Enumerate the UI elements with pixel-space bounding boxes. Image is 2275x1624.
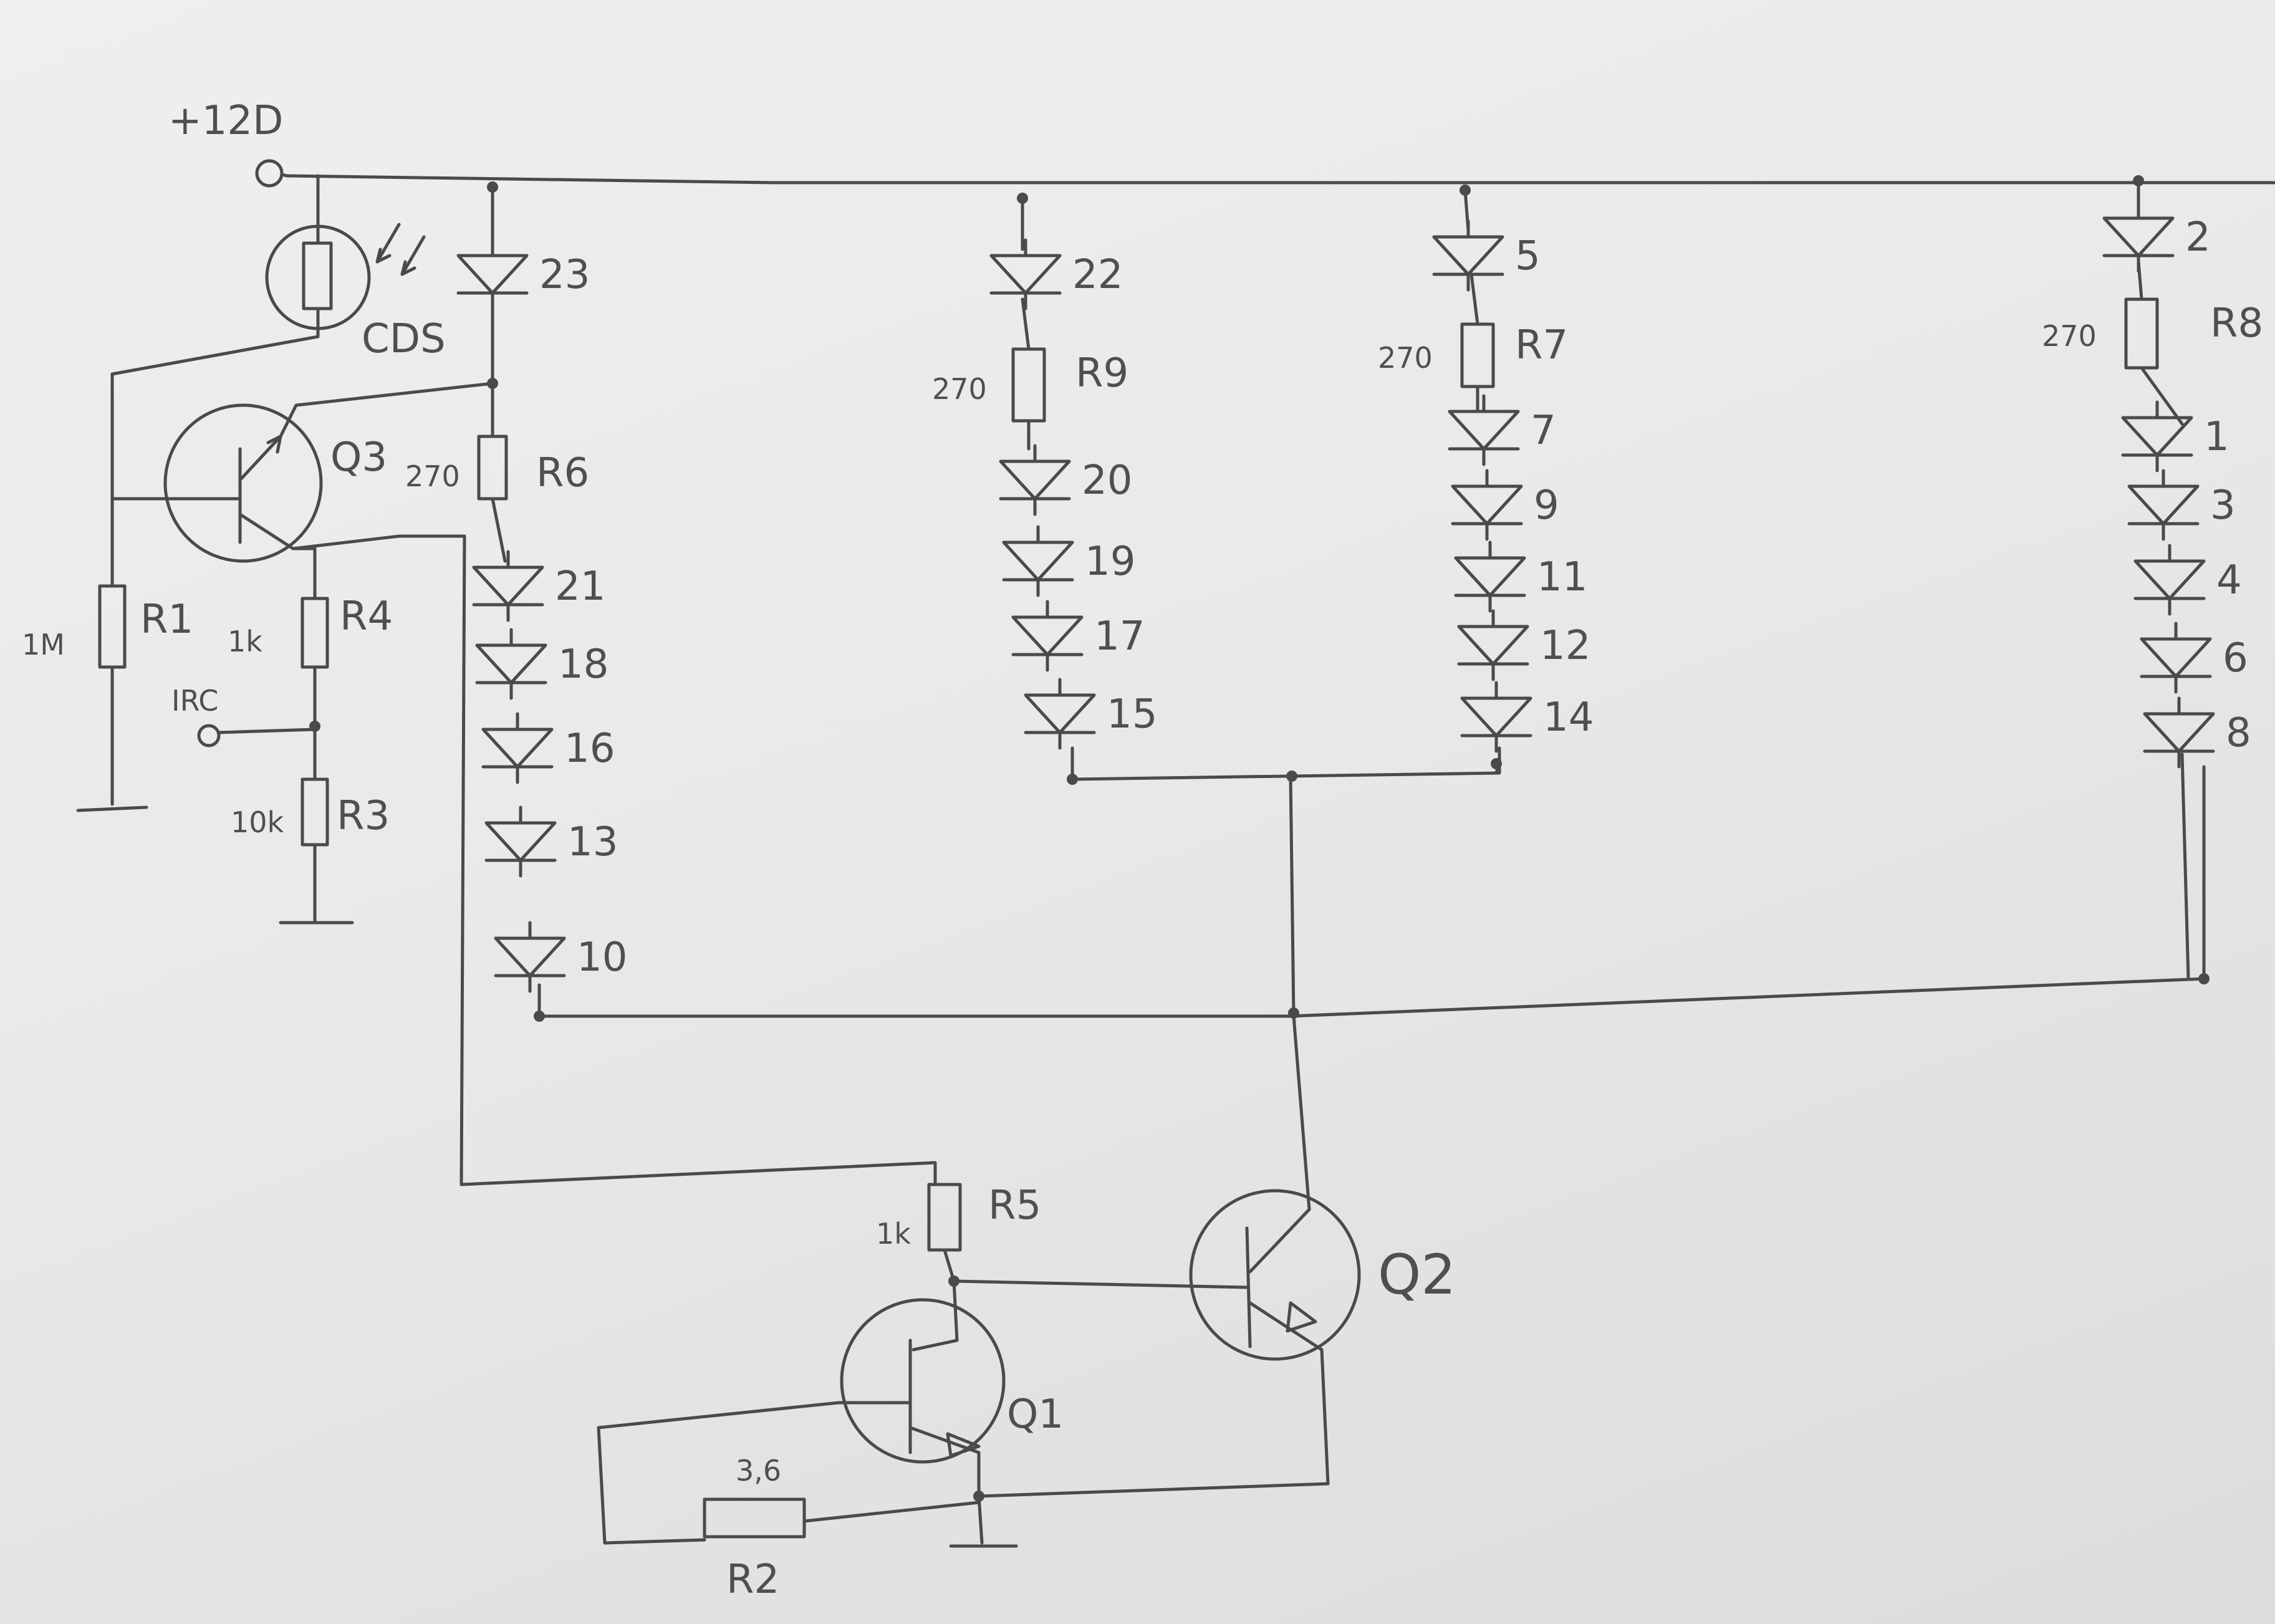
r4-name: R4 (340, 593, 393, 640)
led-label: 5 (1515, 233, 1541, 279)
led-col4-5: 6 (2140, 622, 2248, 694)
led-label: 4 (2216, 557, 2242, 603)
led-label: 1 (2204, 414, 2229, 460)
r5-name: R5 (988, 1183, 1041, 1229)
q2-collector-bus (1289, 774, 1311, 1211)
led-col4-2: 1 (2121, 400, 2229, 473)
r3-value: 10k (231, 805, 284, 839)
led-label: 14 (1543, 694, 1594, 741)
r8-value: 270 (2042, 319, 2097, 353)
led-col1-4: 16 (481, 712, 615, 784)
r5-value: 1k (876, 1217, 911, 1251)
q3-collector-wire (291, 534, 937, 1186)
transistor-q1 (597, 1279, 1006, 1545)
led-col1-1: 23 (456, 238, 590, 310)
q1-label: Q1 (1007, 1391, 1064, 1438)
resistor-r3 (279, 777, 354, 925)
led-label: 11 (1537, 554, 1587, 600)
r3-name: R3 (337, 793, 390, 839)
led-column-4 (2124, 179, 2190, 981)
r9-name: R9 (1075, 350, 1128, 396)
r2-value: 3,6 (736, 1454, 781, 1487)
cds-label: CDS (362, 316, 446, 362)
led-label: 22 (1072, 252, 1123, 298)
led-label: 8 (2226, 710, 2251, 756)
led-col3-4: 11 (1454, 541, 1587, 613)
led-col2-4: 17 (1011, 600, 1145, 672)
led-col3-6: 14 (1460, 681, 1594, 753)
resistor-r2 (603, 1482, 1330, 1548)
r6-name: R6 (536, 450, 589, 496)
r7-name: R7 (1515, 322, 1568, 368)
q2-label: Q2 (1378, 1242, 1456, 1307)
led-label: 9 (1534, 483, 1559, 529)
led-col3-5: 12 (1457, 609, 1590, 681)
led-col4-6: 8 (2143, 696, 2251, 769)
r4-value: 1k (228, 625, 262, 658)
led-column-1 (477, 185, 2206, 1018)
led-col4-3: 3 (2127, 469, 2236, 541)
led-col2-5: 15 (1024, 678, 1157, 750)
led-label: 18 (558, 641, 608, 688)
resistor-r5 (927, 1183, 962, 1283)
led-col1-6: 10 (494, 921, 627, 993)
led-label: 15 (1107, 691, 1157, 738)
led-col2-1: 22 (989, 238, 1123, 310)
led-label: 23 (539, 252, 590, 298)
led-col1-2: 21 (472, 550, 605, 622)
led-col3-3: 9 (1451, 469, 1559, 541)
led-col3-1: 5 (1432, 219, 1541, 292)
led-label: 3 (2210, 483, 2236, 529)
r9-value: 270 (932, 372, 987, 406)
resistor-r1 (76, 497, 148, 812)
led-label: 7 (1531, 408, 1556, 454)
r8-name: R8 (2210, 300, 2263, 347)
led-col3-2: 7 (1448, 394, 1556, 466)
r1-value: 1M (22, 628, 65, 661)
led-label: 17 (1094, 613, 1145, 660)
supply-label: +12D (168, 98, 283, 144)
transistor-q3 (110, 382, 494, 563)
led-col4-1: 2 (2102, 201, 2211, 273)
led-label: 20 (1082, 458, 1132, 504)
q3-label: Q3 (330, 435, 387, 481)
cds-photoresistor (110, 174, 426, 501)
r6-value: 270 (405, 459, 460, 493)
led-label: 21 (555, 564, 605, 610)
led-column-3 (1460, 188, 1501, 775)
supply-rail (285, 174, 2275, 185)
led-label: 12 (1540, 623, 1590, 669)
r7-value: 270 (1378, 341, 1433, 375)
transistor-q2 (952, 1189, 1361, 1486)
irc-label: IRC (171, 684, 218, 718)
led-label: 6 (2223, 635, 2248, 681)
led-col2-2: 20 (999, 444, 1132, 516)
irc-input-terminal (197, 724, 317, 747)
resistor-r4 (291, 547, 329, 781)
led-label: 13 (567, 819, 618, 865)
led-label: 2 (2185, 214, 2211, 261)
led-col1-3: 18 (475, 628, 608, 700)
led-label: 10 (577, 935, 627, 981)
led-col2-3: 19 (1002, 525, 1135, 597)
r1-name: R1 (140, 597, 193, 643)
led-label: 16 (564, 726, 615, 772)
led-label: 19 (1085, 539, 1135, 585)
led-col1-5: 13 (484, 805, 618, 878)
led-col4-4: 4 (2133, 544, 2242, 616)
r2-name: R2 (726, 1557, 779, 1603)
supply-terminal (255, 159, 289, 188)
